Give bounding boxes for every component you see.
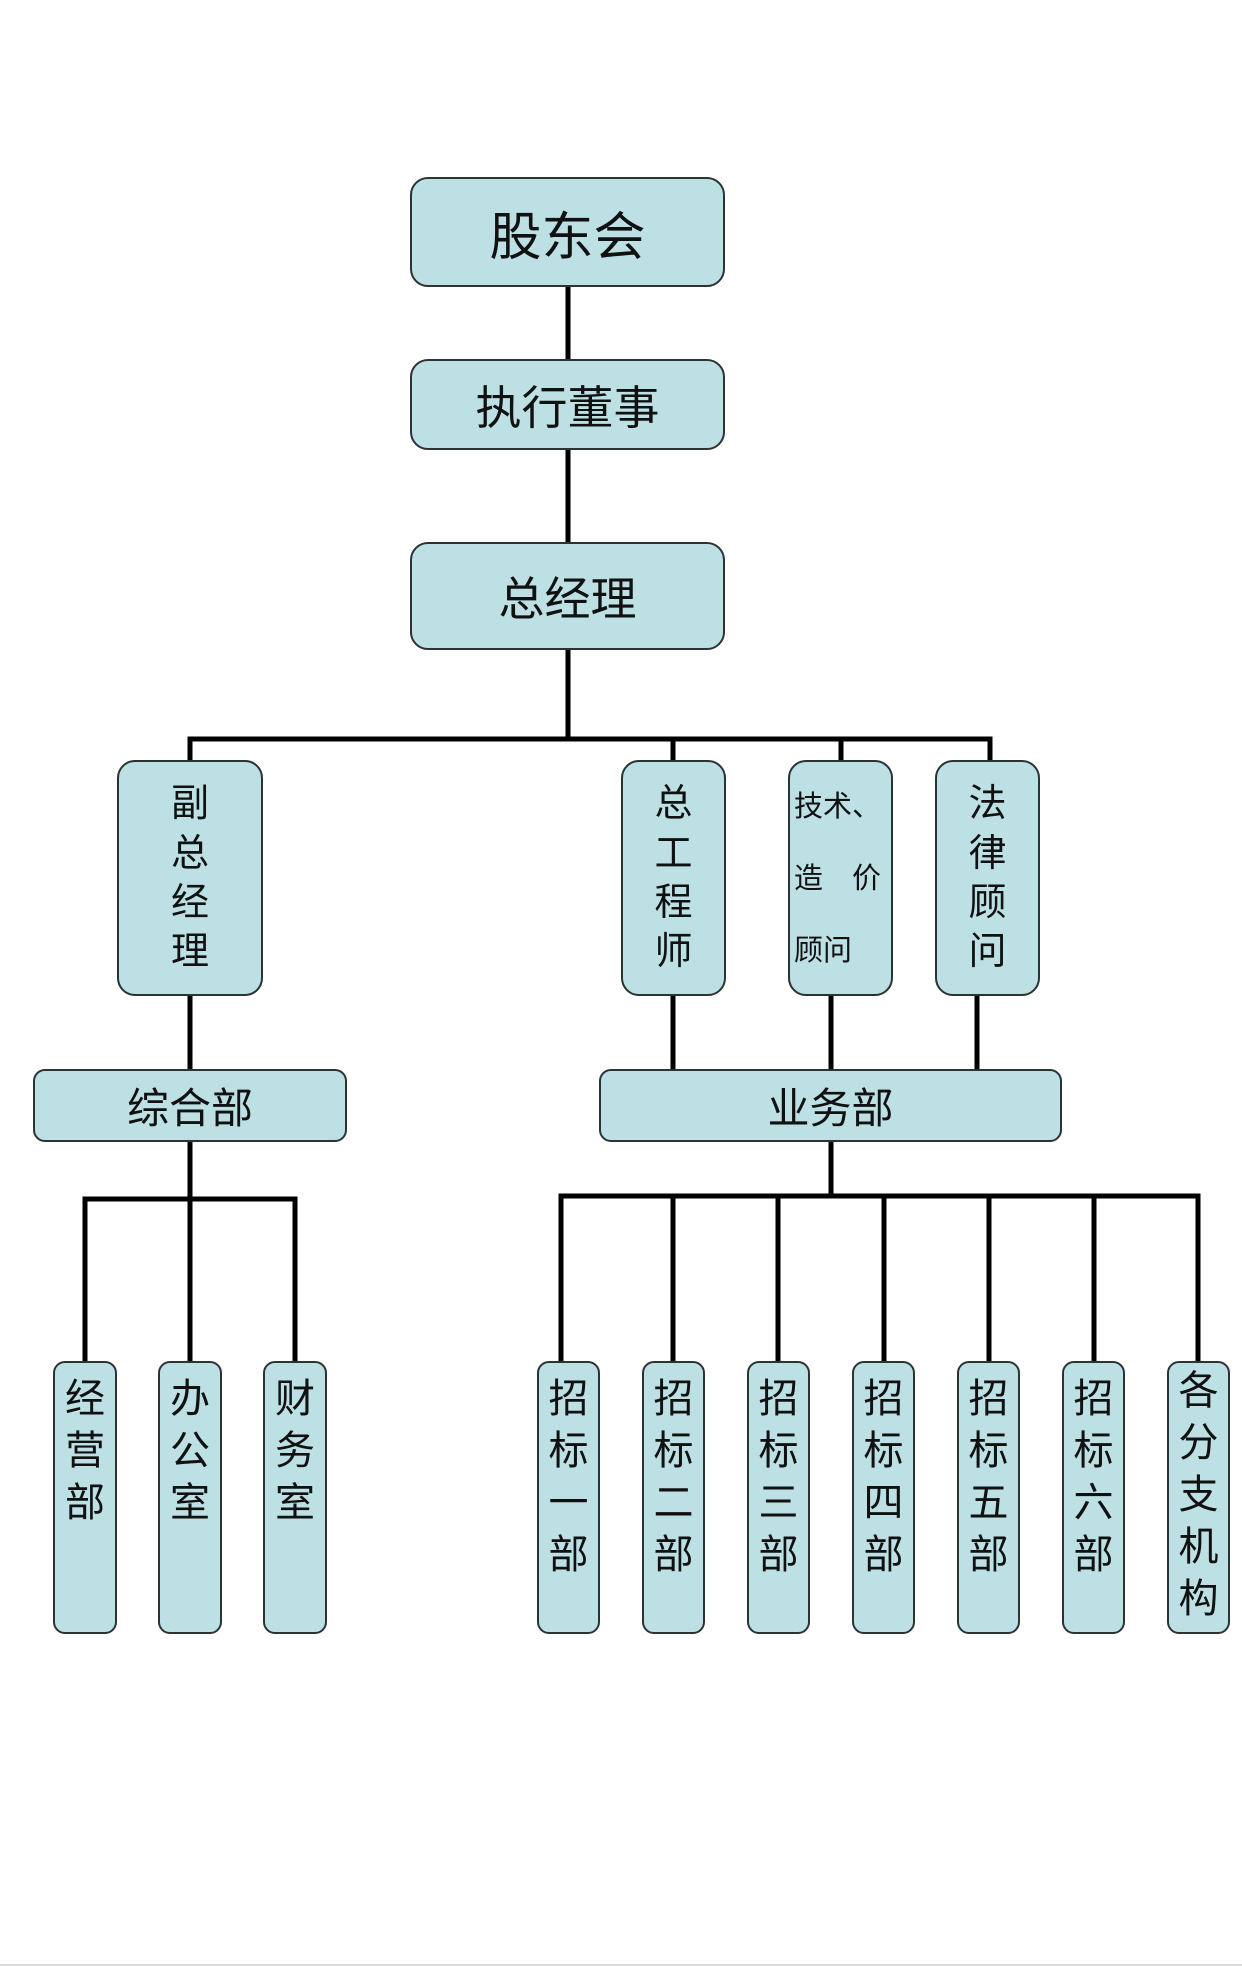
char: 部: [758, 1532, 799, 1578]
char: 营: [65, 1428, 105, 1474]
node-label: 招 标 四 部: [864, 1373, 904, 1581]
node-bidding-dept-2: 招 标 二 部: [642, 1361, 705, 1634]
char: 师: [654, 929, 693, 974]
char: 律: [968, 830, 1007, 875]
node-legal-advisor: 法 律 顾 问: [935, 760, 1040, 996]
char: 室: [275, 1480, 315, 1526]
node-bidding-dept-3: 招 标 三 部: [747, 1361, 810, 1634]
char: 标: [1073, 1428, 1114, 1474]
node-executive-director: 执行董事: [410, 359, 725, 450]
char: 二: [653, 1480, 694, 1526]
node-label: 法 律 顾 问: [968, 779, 1006, 977]
char: 问: [968, 929, 1007, 974]
char: 法: [968, 781, 1007, 826]
char: 机: [1178, 1524, 1219, 1570]
node-label: 技术、 造 价 顾问: [794, 770, 881, 986]
char: 六: [1073, 1480, 1114, 1526]
char: 招: [653, 1376, 694, 1422]
bottom-divider: [0, 1964, 1242, 1966]
char: 标: [758, 1428, 799, 1474]
char: 四: [863, 1480, 904, 1526]
node-label: 招 标 一 部: [549, 1373, 589, 1581]
char: 务: [275, 1428, 315, 1474]
char: 副: [170, 781, 209, 826]
char: 招: [968, 1376, 1009, 1422]
node-deputy-general-manager: 副 总 经 理: [117, 760, 263, 996]
char: 部: [548, 1532, 589, 1578]
char: 经: [170, 880, 209, 924]
char: 分: [1178, 1420, 1219, 1466]
node-label: 执行董事: [475, 380, 660, 435]
node-label: 业务部: [767, 1084, 894, 1133]
node-bidding-dept-5: 招 标 五 部: [957, 1361, 1020, 1634]
char: 招: [1073, 1376, 1114, 1422]
char: 各: [1178, 1368, 1219, 1414]
char: 支: [1178, 1472, 1219, 1518]
char: 三: [758, 1480, 799, 1526]
char: 招: [863, 1376, 904, 1422]
char: 程: [654, 880, 693, 924]
node-operations-dept: 经 营 部: [53, 1361, 117, 1634]
node-general-office: 办 公 室: [158, 1361, 222, 1634]
char: 部: [65, 1480, 105, 1526]
line: 顾问: [794, 933, 853, 967]
node-label: 招 标 五 部: [969, 1373, 1009, 1581]
node-general-manager: 总经理: [410, 542, 725, 650]
char: 总: [170, 830, 209, 875]
node-label: 财 务 室: [275, 1373, 315, 1529]
node-general-department: 综合部: [33, 1069, 347, 1142]
char: 部: [968, 1532, 1009, 1578]
node-label: 招 标 三 部: [759, 1373, 799, 1581]
node-bidding-dept-4: 招 标 四 部: [852, 1361, 915, 1634]
char: 部: [863, 1532, 904, 1578]
char: 部: [653, 1532, 694, 1578]
char: 五: [968, 1480, 1009, 1526]
node-label: 各 分 支 机 构: [1179, 1365, 1219, 1625]
node-label: 总 工 程 师: [654, 779, 692, 977]
char: 部: [1073, 1532, 1114, 1578]
char: 室: [170, 1480, 210, 1526]
char: 标: [863, 1428, 904, 1474]
node-chief-engineer: 总 工 程 师: [621, 760, 726, 996]
char: 理: [170, 929, 209, 974]
node-bidding-dept-1: 招 标 一 部: [537, 1361, 600, 1634]
node-label: 总经理: [498, 572, 637, 626]
char: 构: [1178, 1576, 1219, 1622]
line: 造 价: [794, 861, 882, 895]
char: 经: [65, 1376, 105, 1422]
node-branch-offices: 各 分 支 机 构: [1167, 1361, 1230, 1634]
node-bidding-dept-6: 招 标 六 部: [1062, 1361, 1125, 1634]
node-label: 招 标 六 部: [1074, 1373, 1114, 1581]
node-label: 股东会: [489, 207, 646, 268]
char: 一: [548, 1480, 589, 1526]
char: 招: [758, 1376, 799, 1422]
node-label: 综合部: [126, 1084, 253, 1133]
node-label: 招 标 二 部: [654, 1373, 694, 1581]
node-finance-office: 财 务 室: [263, 1361, 327, 1634]
char: 标: [968, 1428, 1009, 1474]
node-tech-cost-advisor: 技术、 造 价 顾问: [788, 760, 893, 996]
char: 顾: [968, 880, 1007, 924]
char: 公: [170, 1428, 210, 1474]
char: 标: [548, 1428, 589, 1474]
node-business-department: 业务部: [599, 1069, 1062, 1142]
node-label: 副 总 经 理: [171, 779, 209, 977]
char: 招: [548, 1376, 589, 1422]
node-label: 办 公 室: [170, 1373, 210, 1529]
char: 办: [170, 1376, 210, 1422]
char: 工: [654, 830, 693, 875]
char: 财: [275, 1376, 315, 1422]
line: 技术、: [794, 789, 882, 823]
node-shareholders-meeting: 股东会: [410, 177, 725, 287]
char: 总: [654, 781, 693, 826]
char: 标: [653, 1428, 694, 1474]
node-label: 经 营 部: [65, 1373, 105, 1529]
